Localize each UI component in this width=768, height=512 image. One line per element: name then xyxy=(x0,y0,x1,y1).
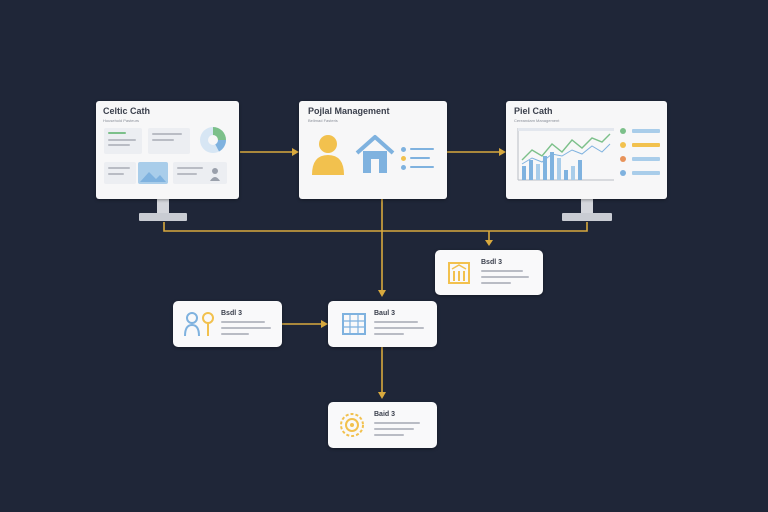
card-title: Bsdl 3 xyxy=(481,259,503,266)
house-icon xyxy=(355,135,395,173)
user-icon xyxy=(210,168,220,181)
panel-celtic-cath[interactable]: Celtic Cath Household Pasteurs xyxy=(96,101,239,199)
monitor-stand-right xyxy=(581,199,593,213)
card-title: Baid 3 xyxy=(374,411,396,418)
pie-chart-icon xyxy=(200,127,226,153)
card-step-3[interactable]: Baul 3 xyxy=(328,301,437,347)
image-icon xyxy=(138,162,168,184)
gear-sun-icon xyxy=(340,413,364,437)
panel-piel-cath[interactable]: Piel Cath Cereandam Management xyxy=(506,101,667,199)
building-icon xyxy=(448,262,470,284)
text-block-widget xyxy=(148,128,190,154)
card-title: Bsdl 3 xyxy=(221,310,243,317)
panel-title: Pojlal Management xyxy=(308,106,390,116)
monitor-base-right xyxy=(562,213,612,221)
person-icon xyxy=(312,135,344,175)
card-title: Baul 3 xyxy=(374,310,396,317)
text-block-widget xyxy=(104,128,142,154)
panel-subtitle: Household Pasteurs xyxy=(103,118,140,123)
monitor-stand-left xyxy=(157,199,169,213)
panel-title: Piel Cath xyxy=(514,106,553,116)
people-pin-icon xyxy=(184,312,214,337)
card-step-1[interactable]: Bsdl 3 xyxy=(435,250,543,295)
connector-bus xyxy=(163,222,588,232)
office-building-icon xyxy=(342,313,366,335)
panel-subtitle: Cereandam Management xyxy=(514,118,560,123)
panel-project-management[interactable]: Pojlal Management Bellmad Fasteris xyxy=(299,101,447,199)
card-step-4[interactable]: Baid 3 xyxy=(328,402,437,448)
panel-title: Celtic Cath xyxy=(103,106,151,116)
panel-subtitle: Bellmad Fasteris xyxy=(308,118,338,123)
status-list xyxy=(620,125,662,181)
bar-line-chart-icon xyxy=(517,128,614,181)
card-step-2[interactable]: Bsdl 3 xyxy=(173,301,282,347)
monitor-base-left xyxy=(139,213,187,221)
legend-list xyxy=(401,145,437,175)
text-block-widget xyxy=(104,162,136,184)
